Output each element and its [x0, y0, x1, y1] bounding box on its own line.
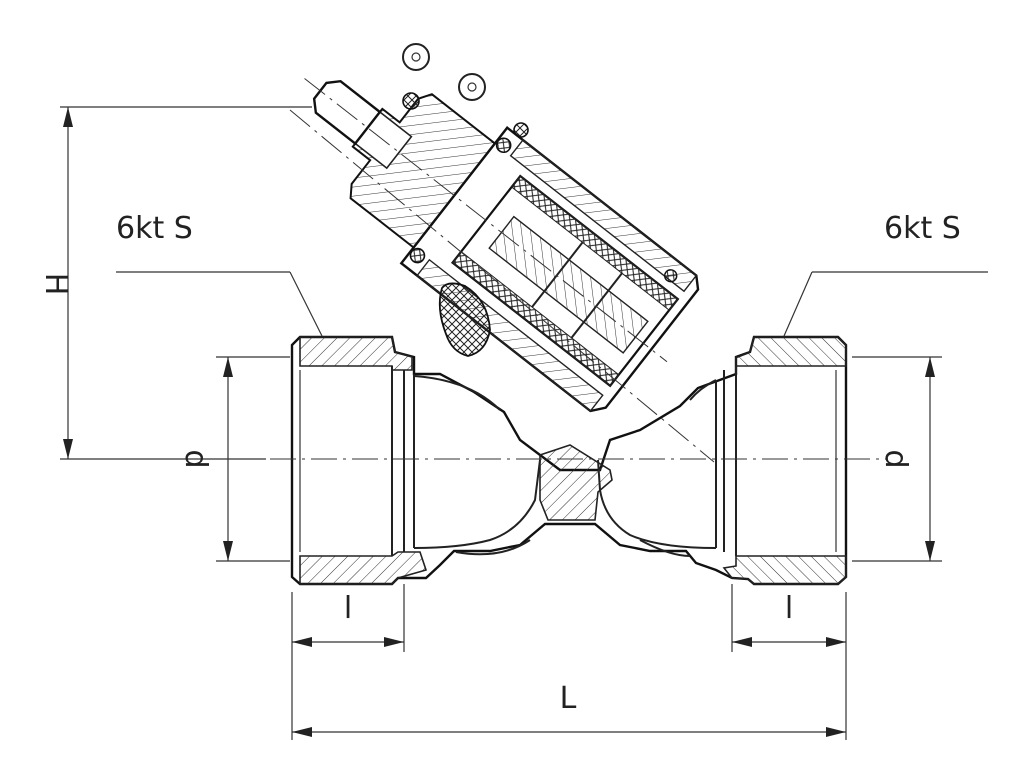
- central-partition: [539, 444, 613, 521]
- dimension-l-right: l: [731, 584, 847, 740]
- hex-callout-left: 6kt S: [116, 211, 323, 337]
- dimension-h: H: [38, 106, 312, 460]
- dimension-d-left: d: [178, 356, 290, 562]
- valve-body: [290, 335, 848, 586]
- dimension-d-right: d: [852, 356, 942, 562]
- center-lines: [270, 109, 888, 463]
- hex-right-label: 6kt S: [884, 211, 961, 246]
- right-socket-wall-top: [735, 336, 847, 367]
- thread-length-right-label: l: [785, 591, 793, 626]
- dimension-l-left: l: [291, 584, 405, 740]
- left-socket-wall-bottom: [299, 551, 428, 585]
- mesh-patch: [438, 282, 491, 357]
- hex-callout-right: 6kt S: [783, 211, 988, 337]
- dimension-overall-length: L: [292, 681, 846, 737]
- o-ring-top: [495, 137, 512, 154]
- height-label: H: [38, 273, 73, 296]
- right-socket-wall-bottom: [722, 555, 847, 585]
- diameter-right-label: d: [878, 449, 913, 468]
- thread-length-left-label: l: [344, 591, 352, 626]
- diameter-left-label: d: [178, 449, 213, 468]
- hex-left-label: 6kt S: [116, 211, 193, 246]
- overall-length-label: L: [560, 681, 577, 716]
- housing-wall-top: [509, 139, 698, 293]
- top-lugs: [402, 43, 529, 138]
- left-socket-wall-top: [299, 336, 413, 371]
- o-ring-bottom: [409, 247, 426, 264]
